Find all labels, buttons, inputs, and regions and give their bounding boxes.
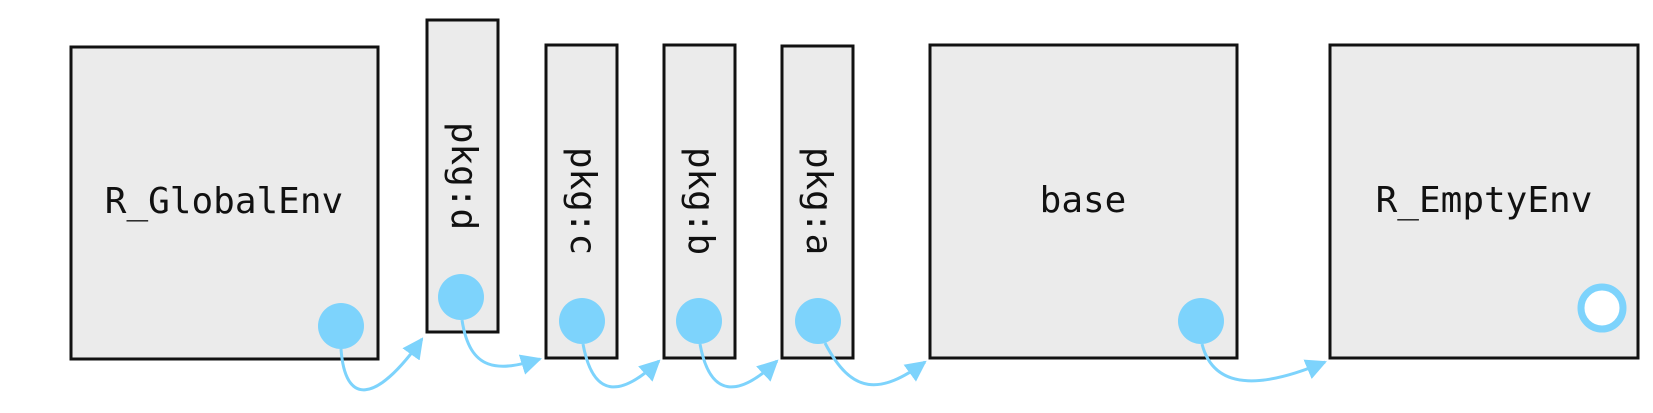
env-label-pkg-d: pkg:d <box>443 122 484 230</box>
arrow-global-to-pkg-d <box>339 337 424 392</box>
arrow-pkg-a-to-base <box>823 342 927 387</box>
env-label-empty: R_EmptyEnv <box>1376 180 1593 221</box>
env-label-pkg-c: pkg:c <box>562 147 603 255</box>
env-label-base: base <box>1040 180 1127 221</box>
parent-pointer-dot-pkg-c <box>559 298 605 344</box>
arrow-pkg-c-to-pkg-b <box>581 343 661 389</box>
parent-pointer-dot-global <box>318 303 364 349</box>
parent-pointer-dot-base <box>1178 298 1224 344</box>
arrow-pkg-d-to-pkg-c <box>460 319 543 375</box>
env-box-global: R_GlobalEnv <box>69 45 380 361</box>
env-label-pkg-b: pkg:b <box>680 147 721 255</box>
parent-pointer-dot-pkg-a <box>795 298 841 344</box>
empty-parent-ring <box>1577 283 1627 333</box>
env-label-global: R_GlobalEnv <box>105 181 343 222</box>
arrow-base-to-empty <box>1200 343 1327 383</box>
parent-pointer-dot-pkg-d <box>438 274 484 320</box>
parent-pointer-dot-pkg-b <box>676 298 722 344</box>
env-box-pkg-d: pkg:d <box>425 18 500 334</box>
env-label-pkg-a: pkg:a <box>798 147 839 255</box>
arrow-pkg-b-to-pkg-a <box>698 343 779 389</box>
